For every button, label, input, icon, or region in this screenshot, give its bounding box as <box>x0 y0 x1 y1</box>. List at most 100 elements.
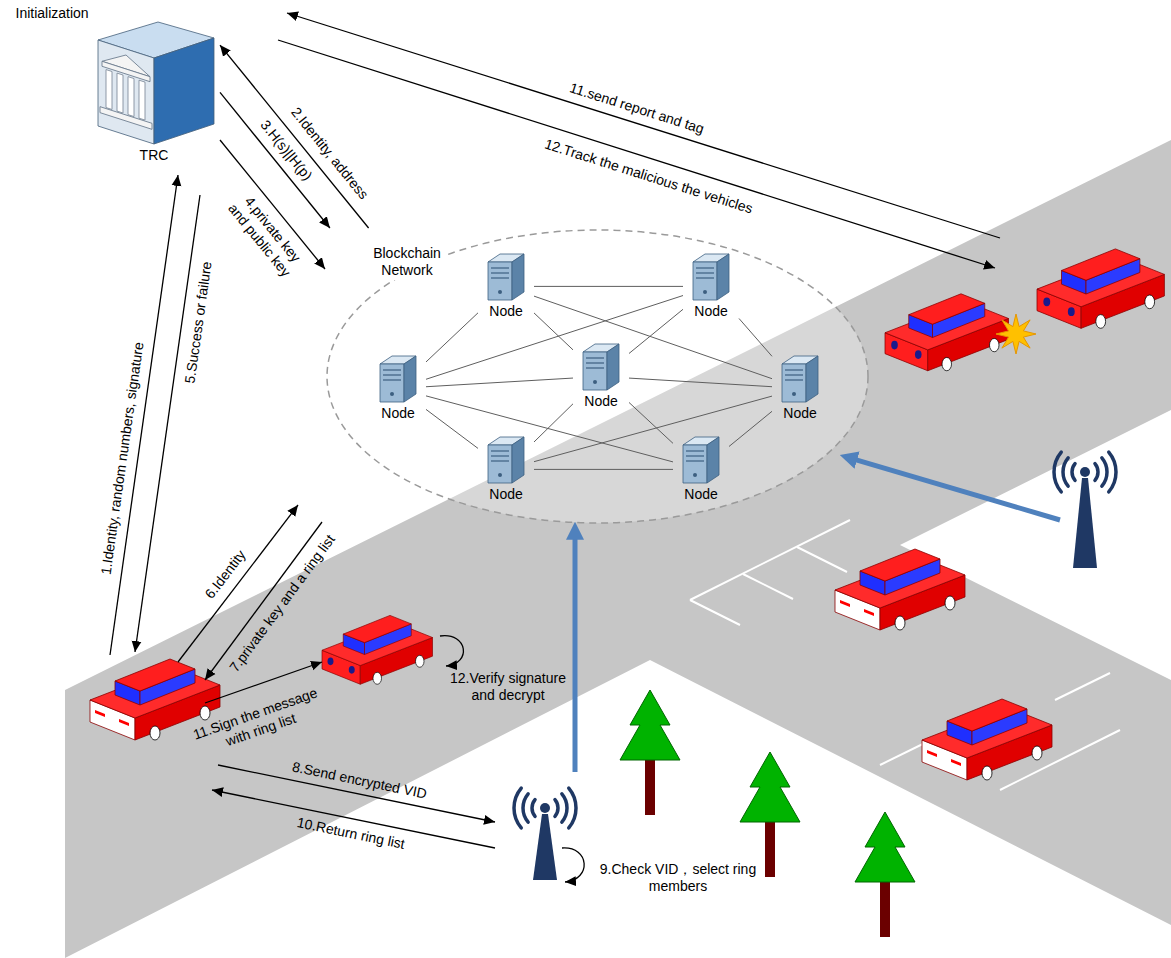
server-led <box>693 473 697 477</box>
server-side <box>512 437 524 483</box>
tree-crown <box>740 752 800 822</box>
illustration <box>65 13 1171 958</box>
server-front <box>683 445 707 483</box>
bank-facade <box>100 47 152 130</box>
tree <box>620 690 680 815</box>
server-slot <box>586 367 604 368</box>
server-front <box>583 352 607 390</box>
crash-star <box>996 314 1036 354</box>
tree-crown <box>855 812 915 882</box>
building-front <box>98 40 154 144</box>
node-label: Node <box>783 405 816 422</box>
server-led <box>703 290 707 294</box>
tree-crown <box>620 690 680 760</box>
label-holder: 1.Identity, random numbers, signature <box>97 341 147 576</box>
server-front <box>782 364 806 402</box>
node-label: Node <box>381 405 414 422</box>
server-front <box>488 445 512 483</box>
rsu-tower <box>533 814 557 880</box>
server-slot <box>491 455 509 456</box>
server-node: Node <box>478 250 534 323</box>
car <box>322 615 433 684</box>
self-loop-arrow <box>440 636 463 666</box>
rsu-wave <box>1054 452 1061 492</box>
rsu-tower <box>1073 478 1097 568</box>
server-node: Node <box>370 352 426 425</box>
node-label: Node <box>684 486 717 503</box>
arrow-label: 10.Return ring list <box>295 814 406 853</box>
server-front <box>488 262 512 300</box>
car-wheel <box>1032 746 1042 760</box>
server-node: Node <box>673 433 729 506</box>
server-shape <box>673 433 729 485</box>
server-slot <box>686 450 704 451</box>
server-led <box>593 380 597 384</box>
facade-column <box>106 70 112 110</box>
roadside-unit <box>1054 452 1116 568</box>
server-side <box>607 344 619 390</box>
arrow-label: 8.Send encrypted VID <box>290 758 428 802</box>
facade-base <box>100 107 152 130</box>
car-wheel <box>373 672 382 684</box>
car <box>835 549 965 630</box>
rsu-wave <box>1102 458 1107 486</box>
car-wheel <box>942 357 952 370</box>
server-shape <box>478 250 534 302</box>
label-holder: 12.Verify signature and decrypt <box>443 670 573 704</box>
car-roof <box>860 549 940 581</box>
parking-line <box>743 574 793 599</box>
label-holder: 6.Identity <box>201 546 249 601</box>
car-roof <box>1062 249 1140 280</box>
server-side <box>404 356 416 402</box>
arrow-label: 11.Sign the message with ring list <box>182 681 335 762</box>
server-side <box>806 356 818 402</box>
car-wheel <box>1096 315 1106 329</box>
node-label: Node <box>489 486 522 503</box>
server-slot <box>696 267 714 268</box>
rsu-wave <box>523 794 528 822</box>
server-node: Node <box>772 352 828 425</box>
rsu-wave <box>532 800 535 817</box>
server-shape <box>370 352 426 404</box>
car-light <box>95 710 105 717</box>
car-wheel <box>982 766 992 780</box>
server-slot <box>383 374 401 375</box>
car-light <box>1068 307 1075 316</box>
parking-line <box>690 600 740 625</box>
server-icon <box>782 356 818 402</box>
node-label: Node <box>584 393 617 410</box>
car-light <box>915 350 922 359</box>
server-front <box>380 364 404 402</box>
server-slot <box>696 277 714 278</box>
car-wheel <box>990 338 1000 351</box>
label-holder: 8.Send encrypted VID <box>290 758 428 802</box>
server-icon <box>488 437 524 483</box>
rsu-wave <box>555 800 558 817</box>
step-label: 9.Check VID，select ring members <box>599 861 757 895</box>
car <box>1037 249 1164 328</box>
server-shape <box>478 433 534 485</box>
server-node: Node <box>683 250 739 323</box>
rsu-antenna <box>1080 467 1090 477</box>
server-icon <box>683 437 719 483</box>
rsu-wave <box>562 794 567 822</box>
server-slot <box>491 267 509 268</box>
server-slot <box>696 272 714 273</box>
label-holder: 9.Check VID，select ring members <box>599 861 757 895</box>
parking-line <box>797 547 847 572</box>
server-node: Node <box>478 433 534 506</box>
server-side <box>707 437 719 483</box>
server-icon <box>693 254 729 300</box>
car-light <box>951 759 961 766</box>
uplink-arrow <box>855 460 1060 520</box>
arrow-label: 12.Track the malicious the vehicles <box>542 135 754 217</box>
server-side <box>512 254 524 300</box>
rsu-wave <box>1063 458 1068 486</box>
trc-building: TRC <box>88 20 220 170</box>
server-slot <box>586 362 604 363</box>
step-label: 12.Verify signature and decrypt <box>443 670 573 704</box>
message-arrow <box>205 522 322 680</box>
message-arrow <box>178 505 298 662</box>
label-holder: 10.Return ring list <box>295 814 406 853</box>
